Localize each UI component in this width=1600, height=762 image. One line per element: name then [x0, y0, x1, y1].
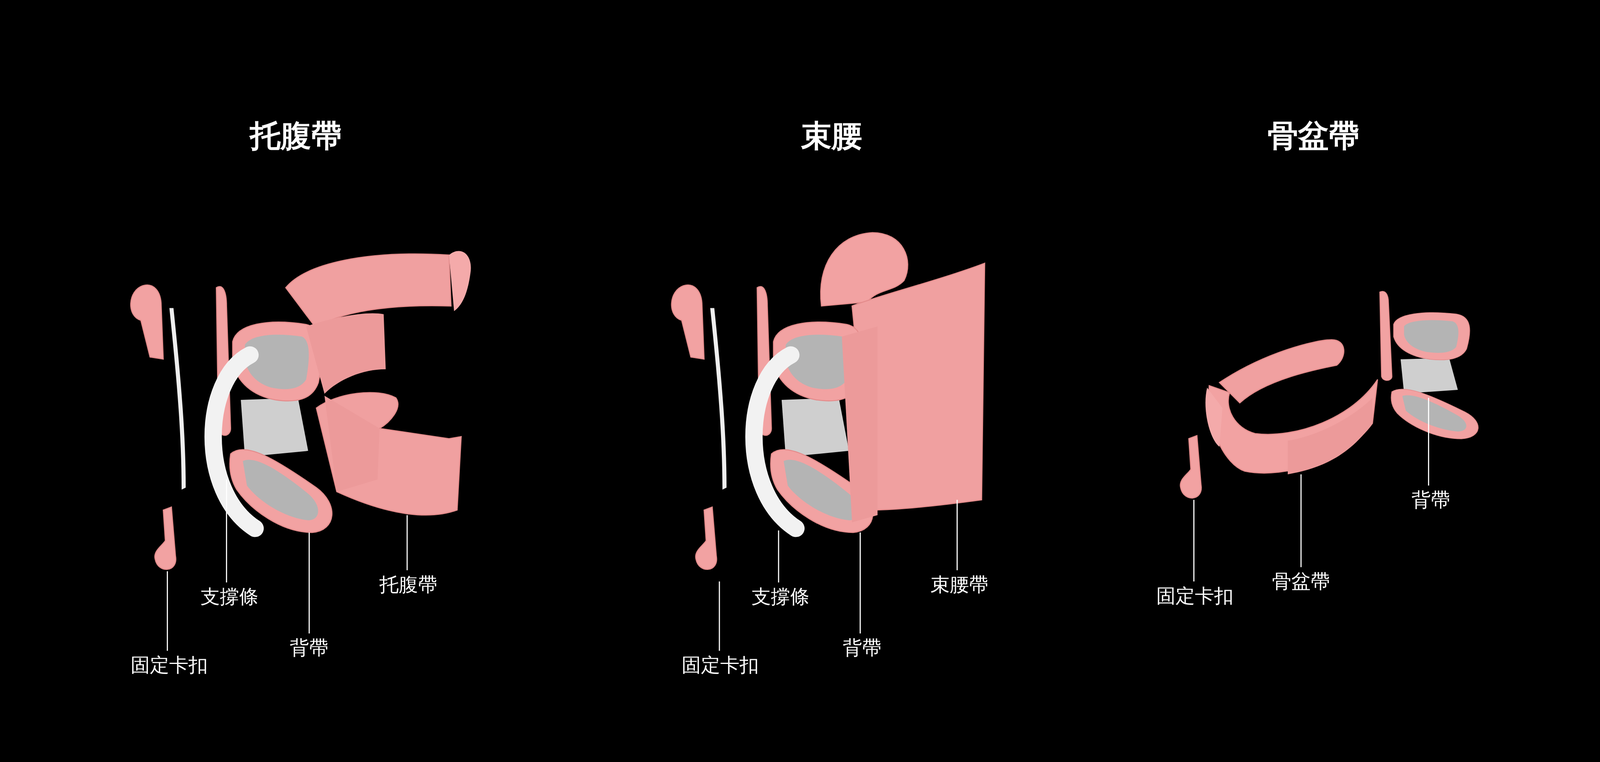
panel-heading: 束腰	[801, 118, 863, 153]
part-label: 骨盆帶	[1272, 571, 1330, 593]
panel-heading: 骨盆帶	[1267, 118, 1360, 153]
part-label: 固定卡扣	[1156, 585, 1234, 607]
part-label: 固定卡扣	[130, 654, 208, 677]
part-label: 束腰帶	[930, 573, 989, 596]
part-label: 托腹帶	[379, 573, 438, 596]
panel-two-illustration	[671, 232, 985, 570]
panel-one-illustration	[130, 250, 471, 570]
panel-heading: 托腹帶	[249, 118, 342, 153]
part-label: 背帶	[289, 637, 329, 659]
part-label: 固定卡扣	[681, 654, 759, 677]
leader-lines	[167, 397, 1429, 651]
part-label: 支撐條	[751, 586, 810, 608]
panel-three-illustration	[1180, 291, 1479, 498]
part-label: 背帶	[842, 637, 882, 659]
part-label: 背帶	[1411, 489, 1451, 511]
part-label: 支撐條	[200, 586, 259, 608]
